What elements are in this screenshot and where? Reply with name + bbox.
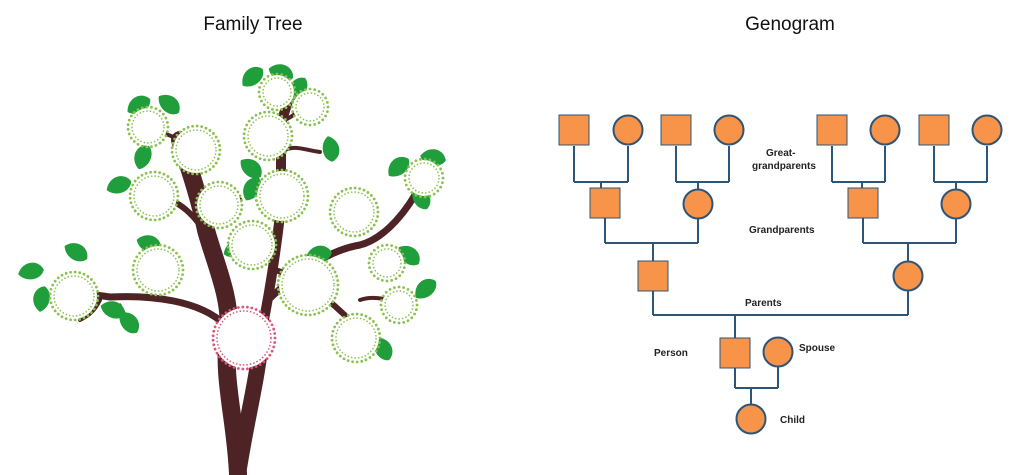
label-parents: Parents [745,298,782,309]
leaf-icon [106,176,132,194]
leaf-icon [18,262,44,280]
tree-member-ring [367,243,407,283]
male-node-great-grandparent [816,114,848,146]
male-node-grandparent [589,187,621,219]
female-node-great-grandparent [971,114,1003,146]
tree-member-ring [170,124,222,176]
female-node-grandparent [682,188,714,220]
female-node-grandparent [940,188,972,220]
female-node-spouse [762,336,794,368]
female-node-parent [892,260,924,292]
leaf-icon [64,243,88,262]
family-tree-illustration [18,64,446,475]
male-node-great-grandparent [660,114,692,146]
leaf-icon [243,177,262,201]
male-node-person [719,337,751,369]
tree-member-ring [226,219,278,271]
female-node-great-grandparent [713,114,745,146]
tree-member-ring [328,186,380,238]
leaf-icon [415,278,437,299]
leaf-icon [100,301,126,319]
label-child: Child [780,415,805,426]
leaf-icon [322,136,340,162]
family-tree-title: Family Tree [203,14,303,35]
tree-member-ring [379,285,419,325]
leaf-icon [240,158,262,179]
tree-member-ring [128,170,180,222]
leaf-icon [158,94,180,115]
male-node-grandparent [847,187,879,219]
tree-member-ring [290,87,330,127]
female-node-great-grandparent [612,114,644,146]
leaf-icon [134,144,152,170]
label-great-grandparents-1: Great- [766,148,795,159]
male-node-parent [637,260,669,292]
tree-member-ring [48,270,100,322]
tree-member-ring [276,253,340,317]
tree-root-member-ring [211,305,277,371]
female-node-child [735,403,767,435]
label-great-grandparents-2: grandparents [752,161,816,172]
label-person: Person [654,348,688,359]
label-grandparents: Grandparents [749,225,815,236]
leaf-icon [398,245,420,266]
tree-member-ring [330,312,382,364]
tree-member-ring [257,72,297,112]
tree-member-ring [254,168,310,224]
male-node-great-grandparent [558,114,590,146]
label-spouse: Spouse [799,343,836,354]
tree-member-ring [403,157,445,199]
genogram-title: Genogram [745,14,835,35]
leaf-icon [119,312,140,334]
leaf-icon [388,156,410,177]
leaf-icon [33,286,50,312]
leaf-icon [242,66,264,87]
tree-member-ring [194,180,244,230]
female-node-great-grandparent [869,114,901,146]
tree-member-ring [131,243,185,297]
tree-member-ring [242,110,294,162]
tree-member-ring [126,105,170,149]
male-node-great-grandparent [918,114,950,146]
